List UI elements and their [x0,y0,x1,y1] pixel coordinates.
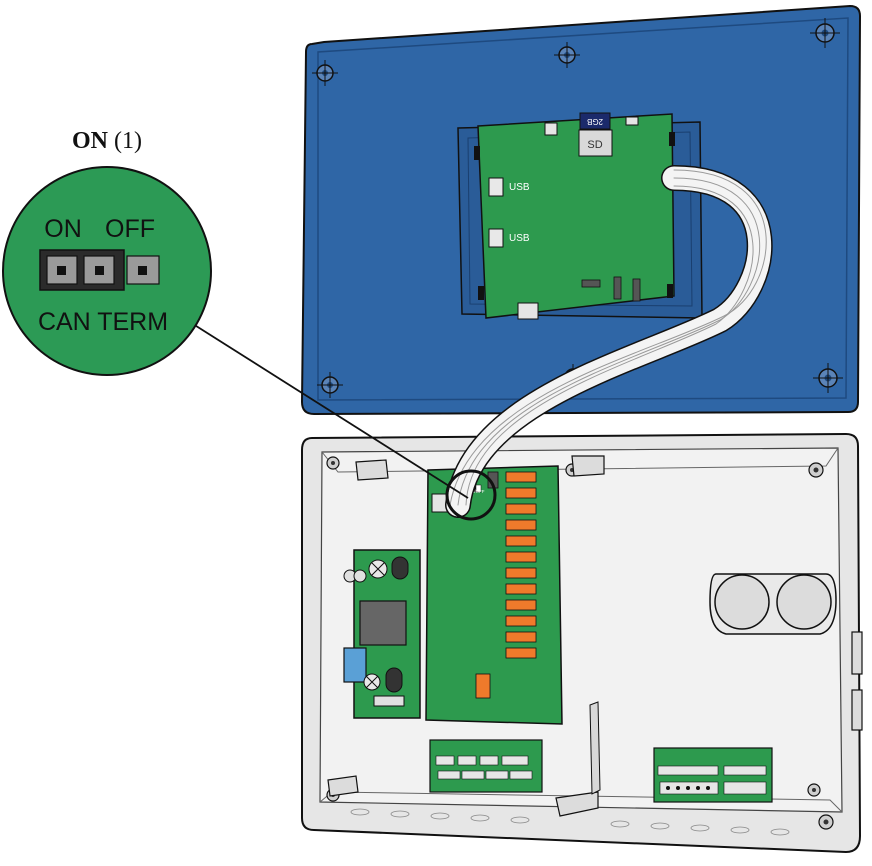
hinge-clip [571,455,605,477]
ribbon-cable [445,165,773,518]
jumper-pin [126,255,160,285]
relay [505,647,537,659]
chip [613,276,622,300]
relay [505,487,537,499]
side-tab [851,631,863,675]
cover-screw-post [317,372,343,398]
terminal-block [373,695,405,707]
hinge-clip [355,459,389,481]
relay [505,567,537,579]
side-tab [851,689,863,731]
relay-bank [475,471,537,699]
callout-title: ON (1) [72,128,142,154]
callout-can-term-label: CAN TERM [38,308,168,336]
jumper-pin-hole [95,266,104,275]
relay [505,583,537,595]
callout-off-label: OFF [105,215,155,243]
usb-label: USB [509,233,530,244]
relay [505,519,537,531]
connector [517,302,539,320]
relay [505,599,537,611]
relay [505,631,537,643]
base-enclosure: ON/OFF [301,432,863,854]
enclosure-post [326,456,340,470]
can-term-callout: ON (1) ON OFF CAN TERM [2,128,497,521]
usb-port: USB [488,228,530,248]
usb-port: USB [488,177,530,197]
callout-title-rest: (1) [108,128,142,154]
terminal-board-right [653,747,773,803]
jumper-label: ON/OFF [468,489,485,494]
cover-screw-post [810,18,840,48]
display-pcb [477,113,675,319]
usb-label: USB [509,182,530,193]
display-board: 2GB SD USB USB [474,112,677,320]
terminal-board-left [429,739,543,793]
chip [632,278,641,302]
divider-rib [589,701,601,795]
cover-screw-post [813,363,843,393]
callout-on-label: ON [44,215,82,243]
relay [505,551,537,563]
relay [475,673,491,699]
main-board: ON/OFF [425,465,563,725]
blue-terminal [343,647,367,683]
relay [505,535,537,547]
callout-target-ring [445,469,497,521]
chip [581,279,601,288]
enclosure-floor-holes [350,808,790,836]
callout-title-bold: ON [72,128,109,154]
sd-card: 2GB SD [578,112,613,157]
connector [544,122,558,136]
cover-screw-post [554,42,580,68]
jumper-pin-hole [57,266,66,275]
enclosure-post [807,783,821,797]
hinge-clip [327,775,359,797]
power-board [343,549,421,719]
transformer [359,600,407,646]
cover-screw-post [312,60,338,86]
front-cover-rim [317,17,849,401]
hinge-clip [555,791,599,817]
connector [625,116,639,126]
knockout-holes [709,573,837,635]
front-cover: 2GB SD USB USB [300,4,862,416]
sd-capacity-label: 2GB [587,117,603,126]
enclosure-post [818,814,834,830]
enclosure-post [808,462,824,478]
sd-label: SD [587,139,602,151]
jumper-pin-hole [138,266,147,275]
callout-leader-line [192,323,469,499]
callout-jumper-pins [39,249,160,291]
relay [505,615,537,627]
relay [505,503,537,515]
relay [505,471,537,483]
